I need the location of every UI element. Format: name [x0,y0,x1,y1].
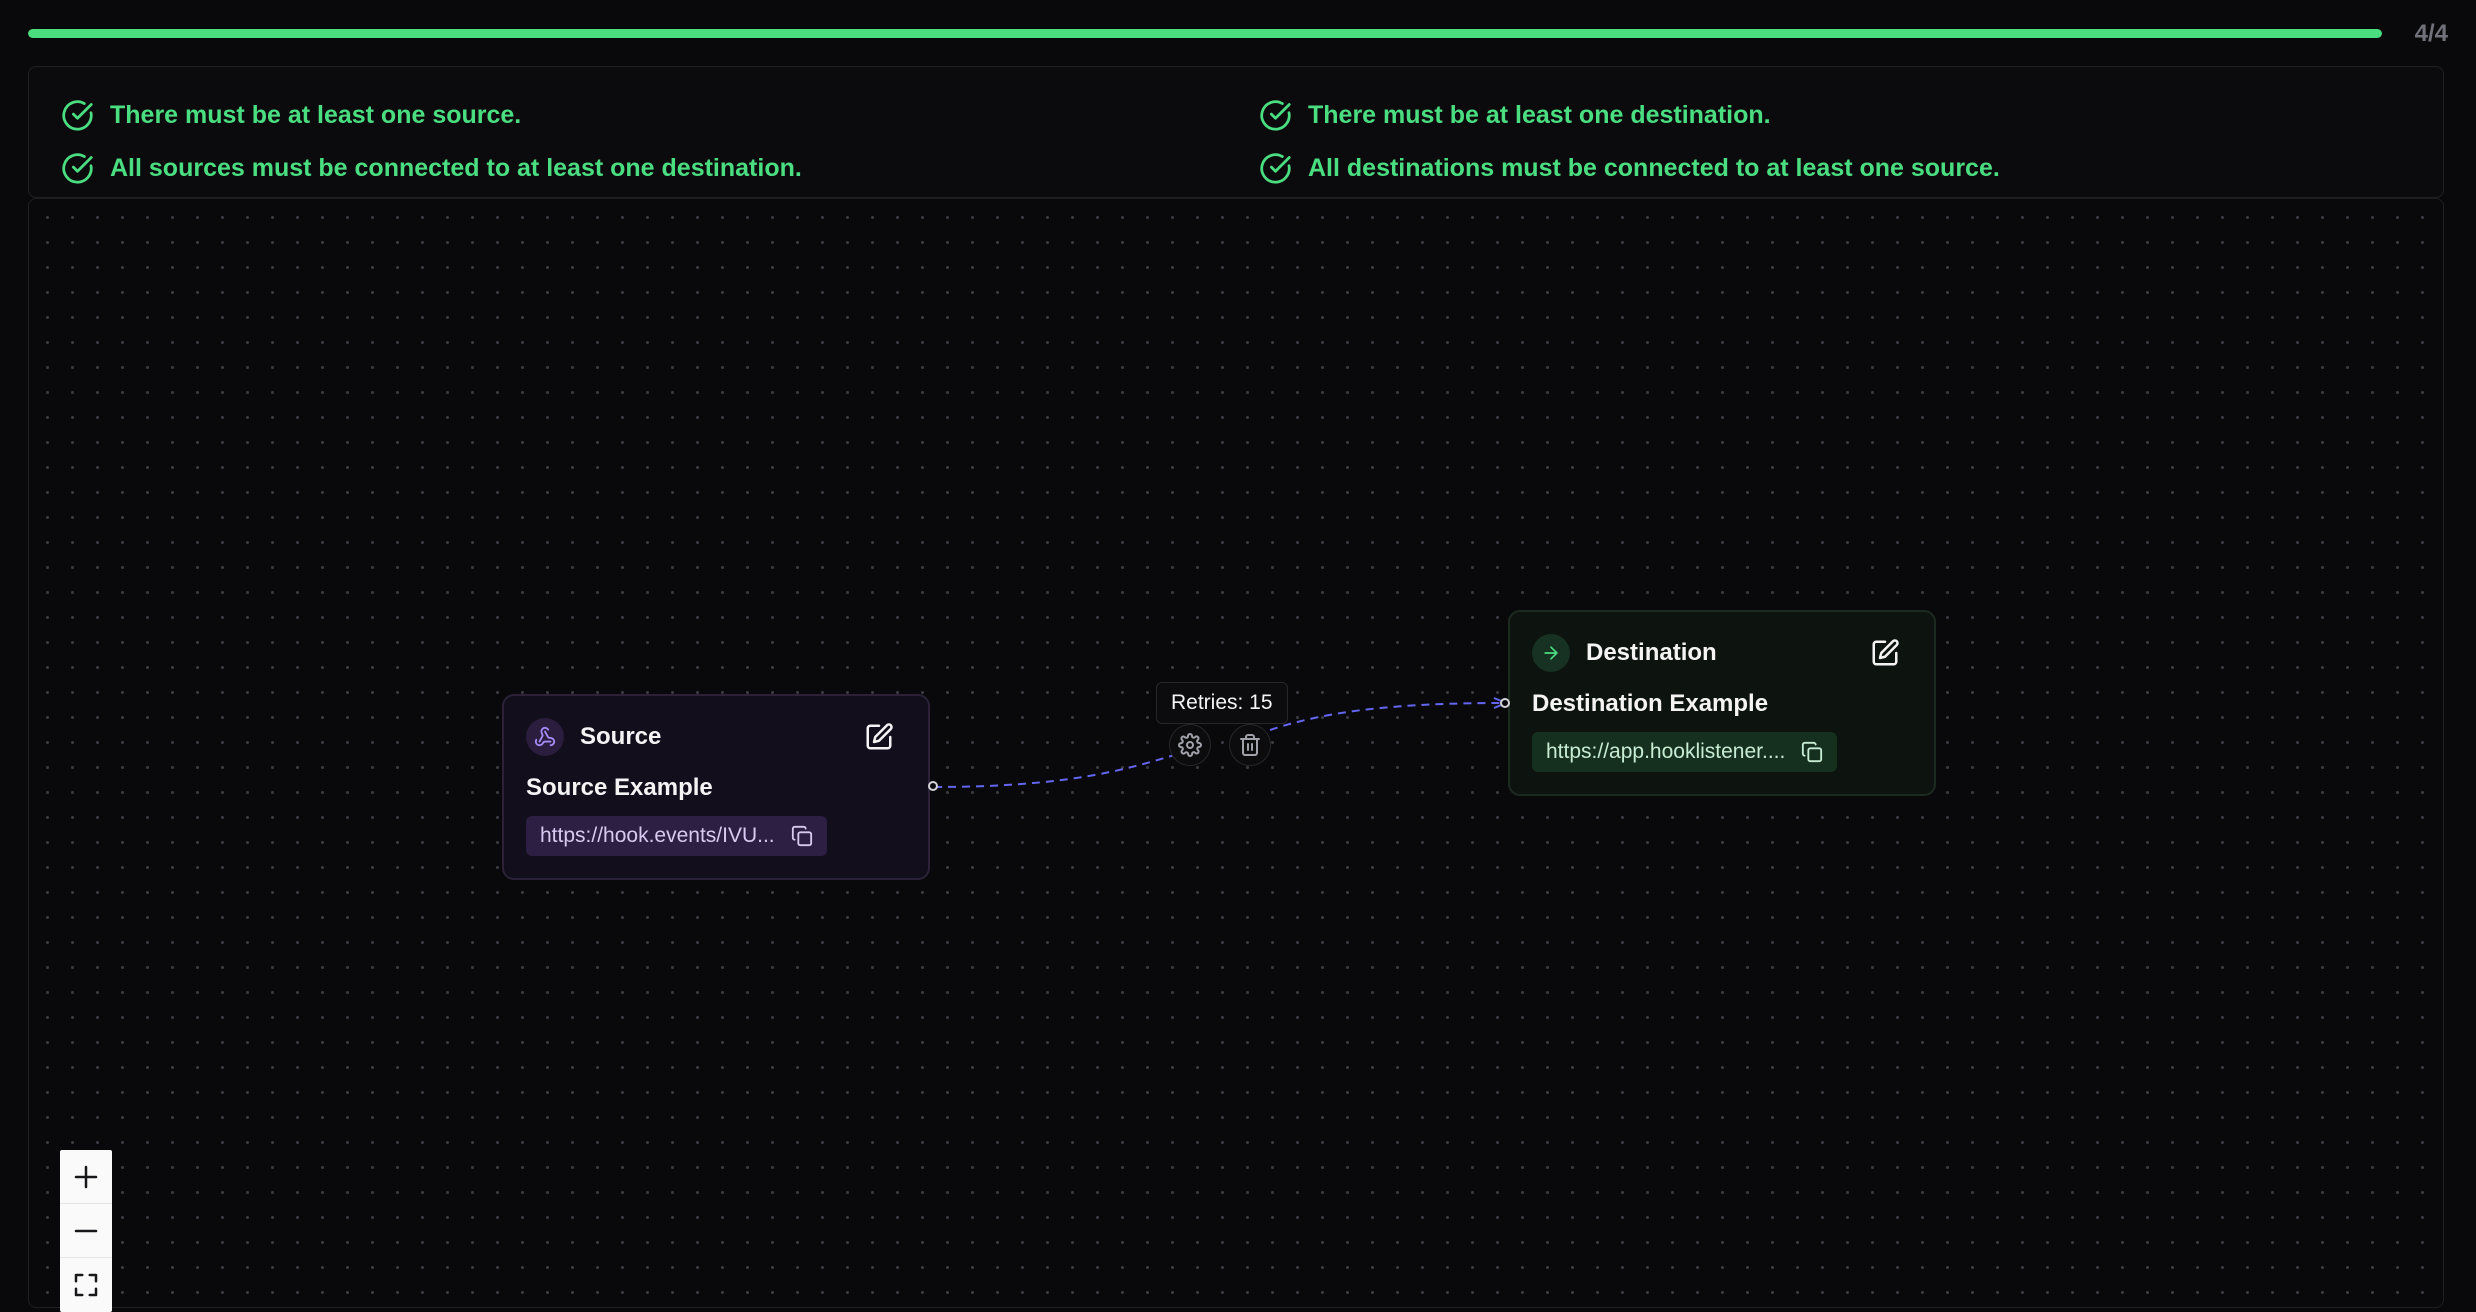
retries-label: Retries: 15 [1156,682,1288,724]
destination-type-label: Destination [1586,639,1717,666]
destination-node-header: Destination [1532,612,1912,694]
destination-badge [1532,634,1570,672]
checklist-text: All destinations must be connected to at… [1308,153,2000,182]
destination-node[interactable]: Destination Destination Example https://… [1508,610,1936,796]
trash-icon [1240,734,1260,756]
check-circle-icon [62,152,93,184]
copy-icon[interactable] [1801,741,1823,763]
minus-icon [74,1229,98,1232]
progress-bar-fill [28,29,2382,38]
edit-icon[interactable] [1870,638,1900,668]
fit-view-button[interactable] [60,1258,112,1312]
destination-url: https://app.hooklistener.... [1546,740,1786,763]
source-type-label: Source [580,723,662,750]
edge-settings-button[interactable] [1169,724,1211,766]
progress-count: 4/4 [2414,20,2448,47]
source-node[interactable]: Source Source Example https://hook.event… [502,694,930,880]
progress-row: 4/4 [28,20,2448,50]
checklist-text: There must be at least one source. [110,100,522,129]
checklist-text: All sources must be connected to at leas… [110,153,802,182]
copy-icon[interactable] [791,825,813,847]
source-node-header: Source [526,696,906,778]
source-output-handle[interactable] [928,781,938,791]
checklist-item: There must be at least one source. [61,91,1259,139]
source-url-chip[interactable]: https://hook.events/IVU... [526,816,827,856]
fullscreen-icon [74,1273,98,1297]
checklist-item: All destinations must be connected to at… [1259,144,2457,192]
edit-icon[interactable] [864,722,894,752]
checklist-item: All sources must be connected to at leas… [61,144,1259,192]
destination-name: Destination Example [1532,690,1769,717]
arrow-right-icon [1544,646,1558,660]
checklist-item: There must be at least one destination. [1259,91,2457,139]
zoom-in-button[interactable] [60,1150,112,1204]
progress-bar [28,29,2382,38]
check-circle-icon [1260,99,1291,131]
webhook-icon [534,726,556,747]
source-badge [526,718,564,756]
check-circle-icon [62,99,93,131]
edge-delete-button[interactable] [1229,724,1271,766]
plus-icon [74,1165,98,1188]
gear-icon [1178,733,1202,757]
validation-checklist: There must be at least one source. There… [28,66,2444,198]
source-url: https://hook.events/IVU... [540,824,775,847]
destination-url-chip[interactable]: https://app.hooklistener.... [1532,732,1838,772]
canvas-controls [60,1150,112,1312]
source-name: Source Example [526,774,713,801]
check-circle-icon [1260,152,1291,184]
zoom-out-button[interactable] [60,1204,112,1258]
checklist-text: There must be at least one destination. [1308,100,1771,129]
destination-input-handle[interactable] [1500,698,1510,708]
